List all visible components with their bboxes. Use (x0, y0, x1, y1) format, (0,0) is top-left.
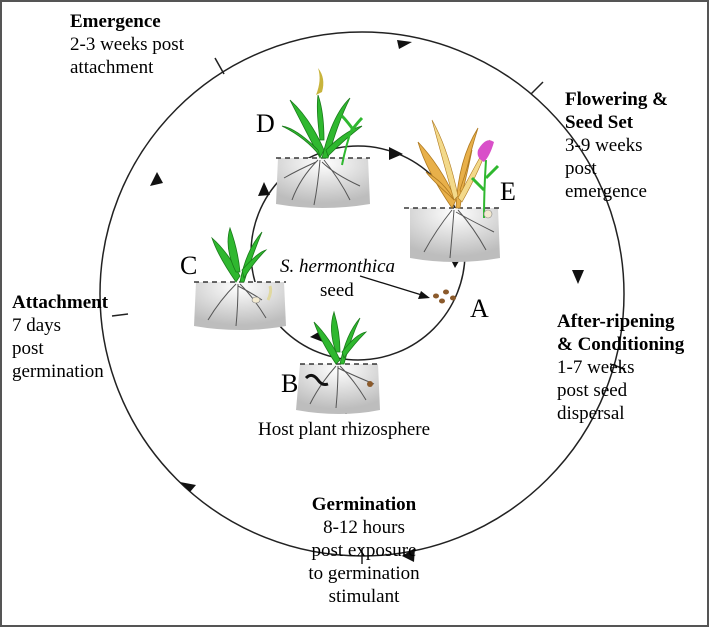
stage-emergence-line-2: attachment (70, 57, 154, 78)
seed-word-label: seed (320, 280, 354, 301)
plant-stage-d (276, 68, 370, 208)
stage-after-ripening-title: After-ripening (557, 311, 675, 332)
outer-arrowheads (150, 40, 584, 562)
stage-after-ripening-line-2: post seed (557, 380, 628, 401)
stage-flowering-line-2: post (565, 158, 597, 179)
stage-emergence-line-1: 2-3 weeks post (70, 34, 184, 55)
stage-attachment-line-1: 7 days (12, 315, 62, 336)
stage-attachment-title: Attachment (12, 292, 109, 313)
stage-flowering-line-1: 3-9 weeks (565, 135, 643, 156)
letter-d: D (256, 109, 275, 138)
plant-stage-c (194, 226, 286, 330)
letter-e: E (500, 177, 516, 206)
stage-flowering: Flowering & Seed Set 3-9 weeks post emer… (565, 88, 668, 203)
stage-germination-line-4: stimulant (328, 586, 400, 607)
stage-germination: Germination 8-12 hours post exposure to … (274, 493, 454, 608)
plant-stage-e (404, 119, 500, 262)
stage-after-ripening: After-ripening & Conditioning 1-7 weeks … (557, 310, 684, 425)
seed-cluster (433, 289, 456, 304)
seed-pointer-arrowhead (418, 291, 430, 299)
rhizosphere-label: Host plant rhizosphere (258, 419, 431, 440)
outer-stage-ticks (111, 57, 626, 564)
stage-germination-line-3: to germination (308, 563, 420, 584)
stage-attachment: Attachment 7 days post germination (12, 291, 108, 383)
letter-b: B (281, 369, 299, 398)
stage-attachment-line-3: germination (12, 361, 104, 382)
stage-emergence: Emergence 2-3 weeks post attachment (70, 10, 184, 79)
seed-species-label: S. hermonthica (280, 256, 396, 277)
outer-cycle-circle (99, 31, 625, 557)
stage-germination-line-1: 8-12 hours (323, 517, 405, 538)
stage-germination-line-2: post exposure (311, 540, 417, 561)
letter-a: A (470, 294, 489, 323)
stage-after-ripening-line-1: 1-7 weeks (557, 357, 635, 378)
stage-attachment-line-2: post (12, 338, 44, 359)
stage-germination-title: Germination (311, 494, 417, 515)
stage-flowering-title-2: Seed Set (565, 112, 634, 133)
stage-flowering-title: Flowering & (565, 89, 668, 110)
stage-emergence-title: Emergence (70, 11, 161, 32)
stage-after-ripening-line-3: dispersal (557, 403, 625, 424)
stage-after-ripening-title-2: & Conditioning (557, 334, 685, 355)
letter-c: C (180, 251, 198, 280)
plant-stage-b (296, 310, 380, 414)
stage-flowering-line-3: emergence (565, 181, 647, 202)
